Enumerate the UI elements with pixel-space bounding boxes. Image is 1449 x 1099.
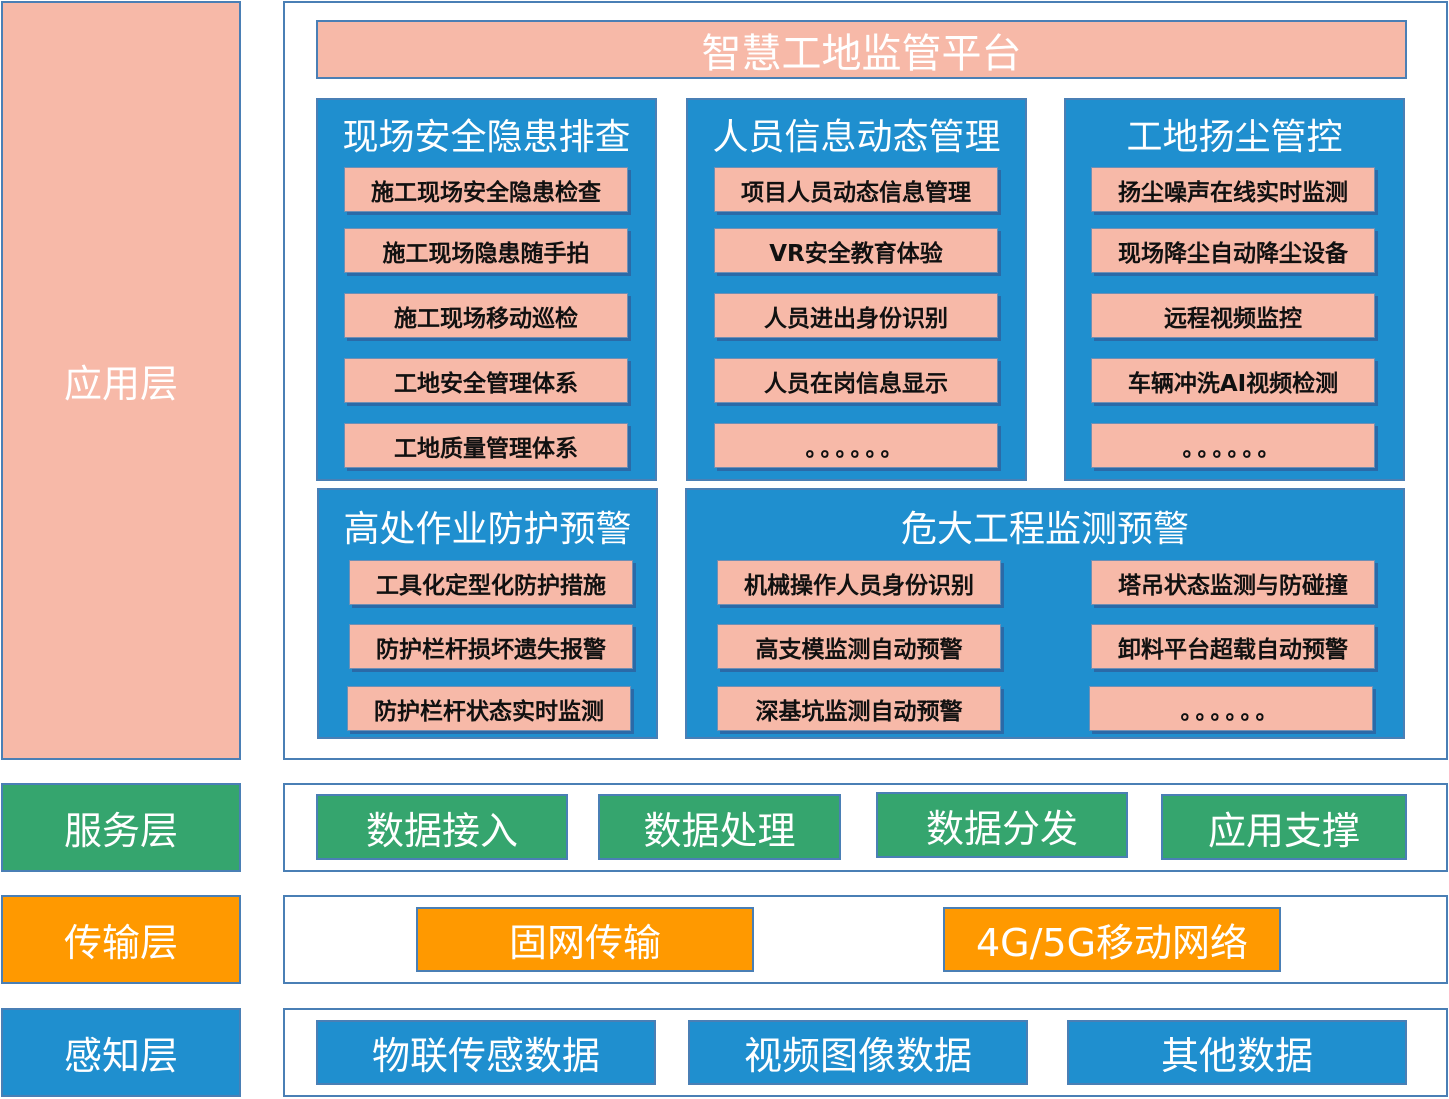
dust-item-ellipsis: 。。。。。。	[1091, 423, 1375, 468]
dust-item: 扬尘噪声在线实时监测	[1091, 167, 1375, 212]
dust-item: 现场降尘自动降尘设备	[1091, 228, 1375, 273]
personnel-item: 项目人员动态信息管理	[714, 167, 998, 212]
personnel-item-ellipsis: 。。。。。。	[714, 423, 998, 468]
hazard-item: 卸料平台超载自动预警	[1091, 624, 1375, 669]
dust-item: 远程视频监控	[1091, 293, 1375, 338]
safety-item: 施工现场安全隐患检查	[344, 167, 628, 212]
height-item: 防护栏杆损坏遗失报警	[349, 624, 633, 669]
personnel-item: VR安全教育体验	[714, 228, 998, 273]
height-item: 工具化定型化防护措施	[349, 560, 633, 605]
layer-label-service: 服务层	[1, 783, 241, 872]
module-personnel-title: 人员信息动态管理	[712, 117, 1001, 158]
module-safety-inspection	[316, 98, 657, 481]
layer-label-transport: 传输层	[1, 895, 241, 984]
hazard-item: 塔吊状态监测与防碰撞	[1091, 560, 1375, 605]
height-item: 防护栏杆状态实时监测	[347, 686, 631, 731]
perception-iot-data: 物联传感数据	[316, 1020, 656, 1085]
module-dust-title: 工地扬尘管控	[1126, 117, 1343, 158]
service-data-processing: 数据处理	[598, 794, 841, 860]
transport-fixed-network: 固网传输	[416, 907, 754, 972]
layer-label-application: 应用层	[1, 1, 241, 760]
safety-item: 施工现场隐患随手拍	[344, 228, 628, 273]
safety-item: 工地安全管理体系	[344, 358, 628, 403]
service-data-access: 数据接入	[316, 794, 568, 860]
module-safety-title: 现场安全隐患排查	[342, 117, 631, 158]
module-personnel-management	[686, 98, 1027, 481]
hazard-item: 高支模监测自动预警	[717, 624, 1001, 669]
personnel-item: 人员进出身份识别	[714, 293, 998, 338]
service-data-distribution: 数据分发	[876, 792, 1128, 858]
layer-label-perception: 感知层	[1, 1008, 241, 1097]
service-app-support: 应用支撑	[1161, 794, 1407, 860]
transport-mobile-network: 4G/5G移动网络	[943, 907, 1281, 972]
hazard-item-ellipsis: 。。。。。。	[1089, 686, 1373, 731]
module-dust-control	[1064, 98, 1405, 481]
hazard-item: 深基坑监测自动预警	[717, 686, 1001, 731]
platform-title: 智慧工地监管平台	[316, 20, 1407, 79]
personnel-item: 人员在岗信息显示	[714, 358, 998, 403]
module-height-title: 高处作业防护预警	[343, 509, 632, 550]
safety-item: 施工现场移动巡检	[344, 293, 628, 338]
perception-other-data: 其他数据	[1067, 1020, 1407, 1085]
module-hazard-title: 危大工程监测预警	[900, 509, 1189, 550]
safety-item: 工地质量管理体系	[344, 423, 628, 468]
dust-item: 车辆冲洗AI视频检测	[1091, 358, 1375, 403]
hazard-item: 机械操作人员身份识别	[717, 560, 1001, 605]
perception-video-data: 视频图像数据	[688, 1020, 1028, 1085]
